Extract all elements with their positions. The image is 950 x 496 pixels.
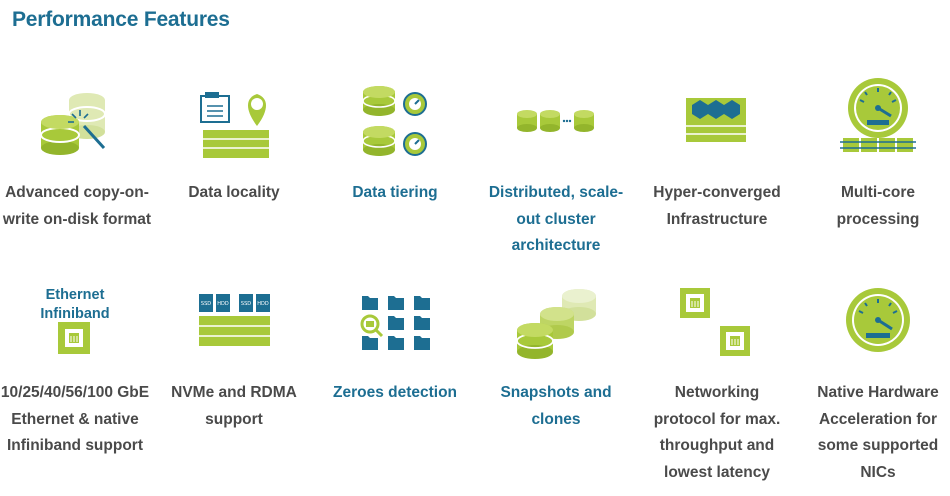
- multi-core-gauge-icon: [840, 78, 916, 152]
- drive-tag: SSD: [241, 301, 251, 307]
- data-tiering-icon: [362, 86, 427, 156]
- feature-label[interactable]: Data tiering: [352, 184, 438, 201]
- feature-label[interactable]: Distributed, scale-out cluster architect…: [488, 184, 624, 254]
- hardware-acceleration-gauge-icon: [846, 288, 910, 352]
- feature-label: 10/25/40/56/100 GbE Ethernet & native In…: [0, 384, 150, 454]
- page-title: Performance Features: [12, 8, 230, 31]
- feature-label[interactable]: Zeroes detection: [332, 384, 458, 401]
- feature-label: Multi-core processing: [836, 184, 920, 228]
- data-locality-icon: [200, 92, 269, 158]
- feature-label[interactable]: Snapshots and clones: [500, 384, 612, 428]
- feature-label: Native Hardware Acceleration for some su…: [817, 384, 939, 481]
- copy-on-write-disks-icon: [40, 93, 106, 155]
- cluster-icon: [517, 110, 594, 132]
- feature-label: NVMe and RDMA support: [171, 384, 297, 428]
- network-ports-icon: [680, 288, 750, 356]
- ethernet-port-icon: [58, 322, 90, 354]
- ethernet-badge-line1: Ethernet: [45, 287, 105, 303]
- feature-label: Networking protocol for max. throughput …: [653, 384, 781, 481]
- drive-tag: SSD: [201, 301, 211, 307]
- hyper-converged-icon: [686, 98, 746, 142]
- zeroes-detection-icon: [360, 296, 430, 350]
- drive-tag: HDD: [217, 301, 229, 307]
- snapshots-icon: [516, 289, 596, 359]
- nvme-drives-icon: SSD HDD SSD HDD: [199, 294, 270, 346]
- ethernet-badge: Ethernet Infiniband: [0, 286, 150, 324]
- ethernet-badge-line2: Infiniband: [40, 306, 110, 322]
- feature-label: Data locality: [188, 184, 280, 201]
- drive-tag: HDD: [257, 301, 269, 307]
- feature-label: Hyper-converged Infrastructure: [653, 184, 781, 228]
- feature-label: Advanced copy-on-write on-disk format: [2, 184, 152, 228]
